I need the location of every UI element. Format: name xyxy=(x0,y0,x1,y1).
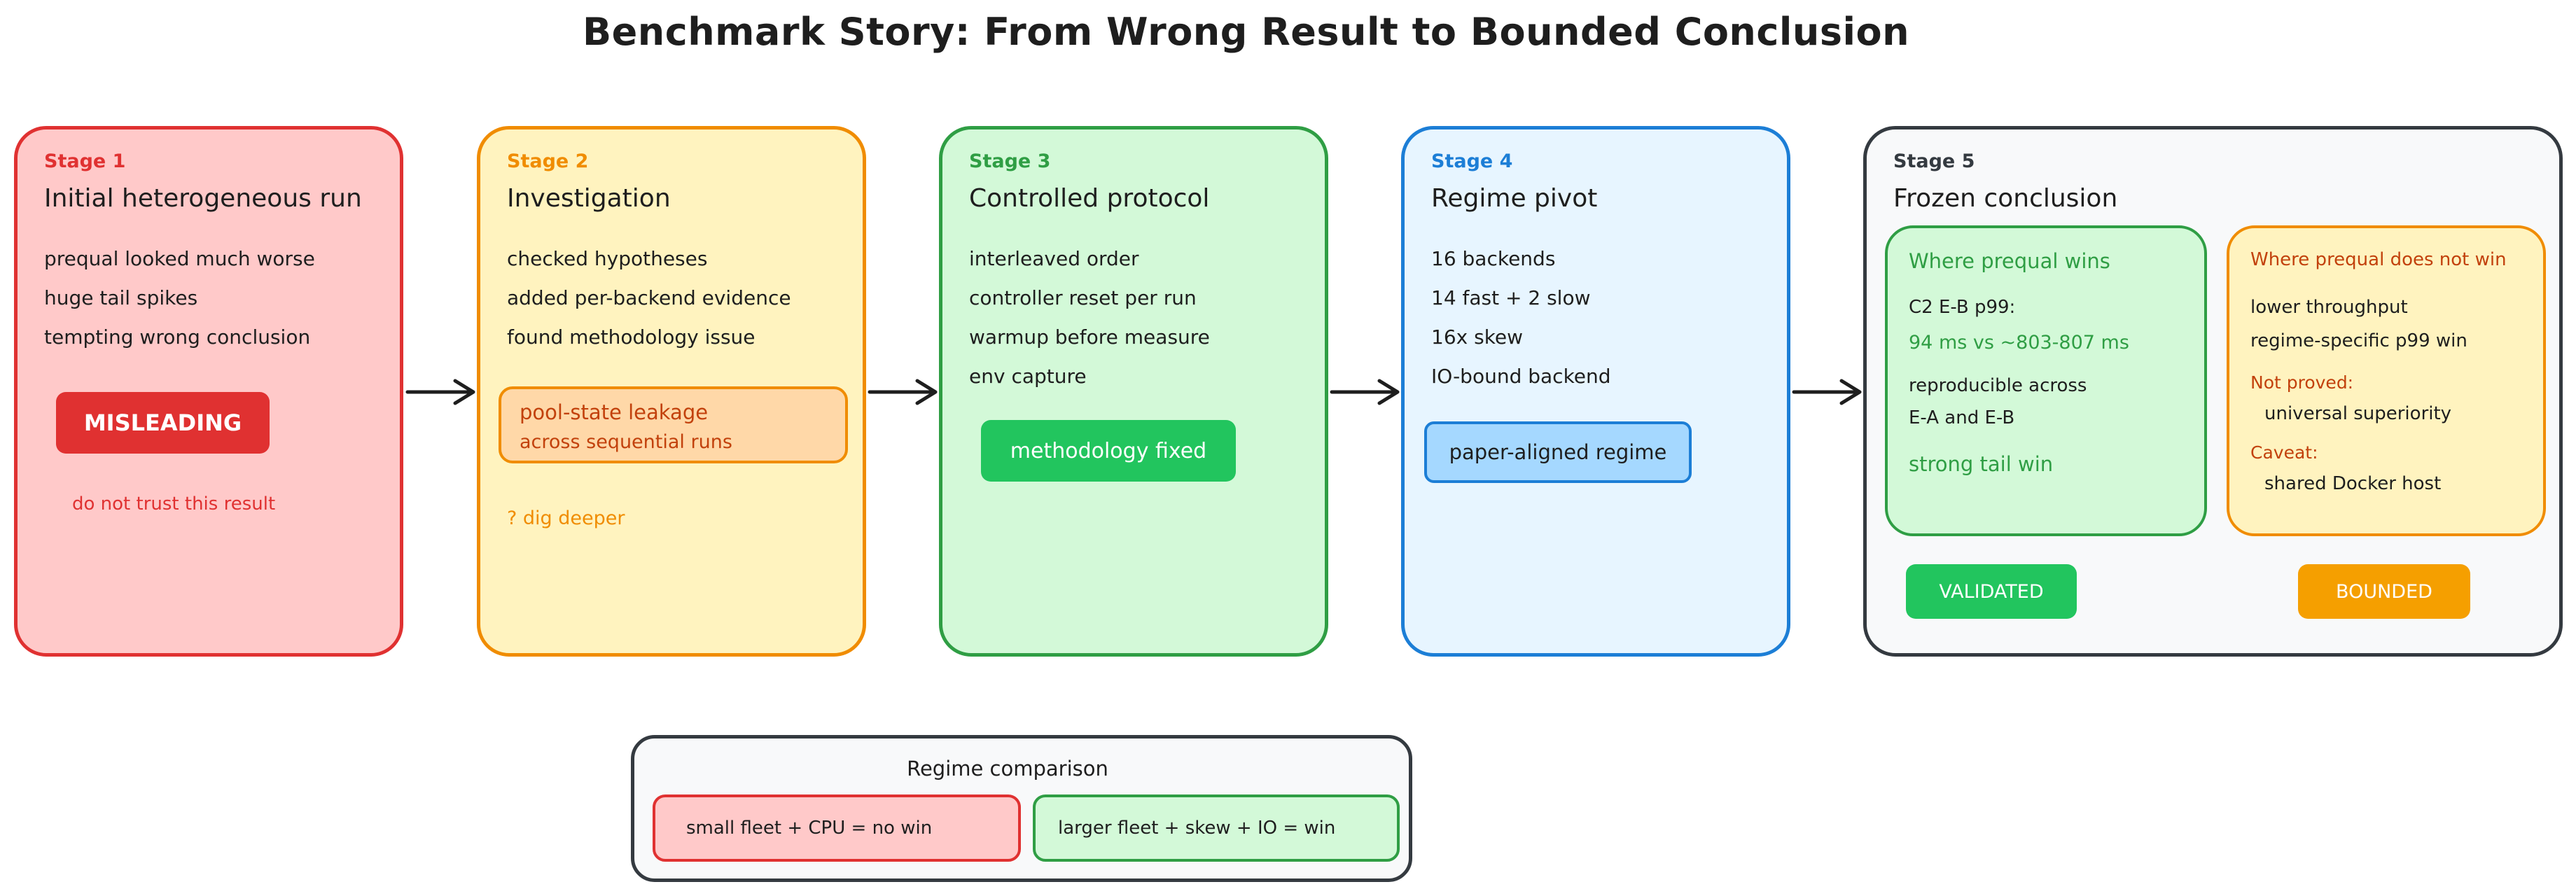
comparison-right-text: larger fleet + skew + IO = win xyxy=(1058,818,1336,839)
methodology-fixed-badge: methodology fixed xyxy=(981,420,1236,482)
stage-line: IO-bound backend xyxy=(1431,365,1611,388)
stage-label: Stage 3 xyxy=(969,150,1051,172)
comparison-no-win-box: small fleet + CPU = no win xyxy=(653,794,1021,862)
arrow-right-icon xyxy=(405,379,475,405)
stage-note: do not trust this result xyxy=(72,493,276,514)
pool-leakage-callout: pool-state leakage across sequential run… xyxy=(499,386,848,463)
not-win-title: Where prequal does not win xyxy=(2250,249,2507,270)
comparison-win-box: larger fleet + skew + IO = win xyxy=(1033,794,1400,862)
stage-2-card: Stage 2 Investigation checked hypotheses… xyxy=(477,126,866,657)
arrow-right-icon xyxy=(868,379,938,405)
stage-heading: Regime pivot xyxy=(1431,184,1598,213)
stage-line: 16 backends xyxy=(1431,247,1556,270)
stage-line: 14 fast + 2 slow xyxy=(1431,286,1591,309)
prequal-wins-box: Where prequal wins C2 E-B p99: 94 ms vs … xyxy=(1885,225,2207,536)
arrow-right-icon xyxy=(1792,379,1862,405)
wins-line: strong tail win xyxy=(1909,452,2054,476)
stage-heading: Frozen conclusion xyxy=(1893,184,2118,213)
stage-3-card: Stage 3 Controlled protocol interleaved … xyxy=(939,126,1328,657)
stage-line: env capture xyxy=(969,365,1087,388)
arrow-right-icon xyxy=(1330,379,1400,405)
prequal-not-win-box: Where prequal does not win lower through… xyxy=(2227,225,2546,536)
not-win-line: Not proved: xyxy=(2250,372,2354,393)
diagram-title: Benchmark Story: From Wrong Result to Bo… xyxy=(582,10,1910,54)
stage-line: warmup before measure xyxy=(969,326,1210,349)
wins-line: C2 E-B p99: xyxy=(1909,297,2016,318)
stage-label: Stage 1 xyxy=(44,150,126,172)
wins-line: reproducible across xyxy=(1909,375,2087,396)
wins-line: E-A and E-B xyxy=(1909,407,2015,428)
callout-line: pool-state leakage xyxy=(520,400,709,424)
stage-line: 16x skew xyxy=(1431,326,1524,349)
not-win-line: lower throughput xyxy=(2250,297,2408,318)
stage-label: Stage 4 xyxy=(1431,150,1513,172)
paper-aligned-badge: paper-aligned regime xyxy=(1424,421,1692,483)
bounded-badge: BOUNDED xyxy=(2298,564,2470,619)
stage-label: Stage 5 xyxy=(1893,150,1975,172)
wins-title: Where prequal wins xyxy=(1909,249,2110,273)
stage-label: Stage 2 xyxy=(507,150,589,172)
stage-line: tempting wrong conclusion xyxy=(44,326,311,349)
stage-heading: Investigation xyxy=(507,184,671,213)
stage-heading: Controlled protocol xyxy=(969,184,1210,213)
regime-comparison-panel: Regime comparison small fleet + CPU = no… xyxy=(631,735,1412,882)
stage-line: prequal looked much worse xyxy=(44,247,315,270)
wins-line: 94 ms vs ~803-807 ms xyxy=(1909,332,2129,354)
stage-note: ? dig deeper xyxy=(507,507,625,529)
not-win-line: regime-specific p99 win xyxy=(2250,330,2467,351)
misleading-badge: MISLEADING xyxy=(56,392,270,454)
comparison-left-text: small fleet + CPU = no win xyxy=(686,818,933,839)
callout-line: across sequential runs xyxy=(520,431,732,453)
comparison-title: Regime comparison xyxy=(907,757,1108,780)
stage-line: checked hypotheses xyxy=(507,247,708,270)
stage-line: controller reset per run xyxy=(969,286,1197,309)
stage-1-card: Stage 1 Initial heterogeneous run prequa… xyxy=(14,126,403,657)
not-win-line: universal superiority xyxy=(2264,403,2452,424)
stage-heading: Initial heterogeneous run xyxy=(44,184,362,213)
not-win-line: shared Docker host xyxy=(2264,473,2442,494)
stage-line: found methodology issue xyxy=(507,326,756,349)
stage-line: interleaved order xyxy=(969,247,1139,270)
not-win-line: Caveat: xyxy=(2250,442,2318,463)
validated-badge: VALIDATED xyxy=(1906,564,2077,619)
stage-line: huge tail spikes xyxy=(44,286,198,309)
stage-4-card: Stage 4 Regime pivot 16 backends 14 fast… xyxy=(1401,126,1790,657)
stage-5-card: Stage 5 Frozen conclusion Where prequal … xyxy=(1863,126,2563,657)
stage-line: added per-backend evidence xyxy=(507,286,791,309)
